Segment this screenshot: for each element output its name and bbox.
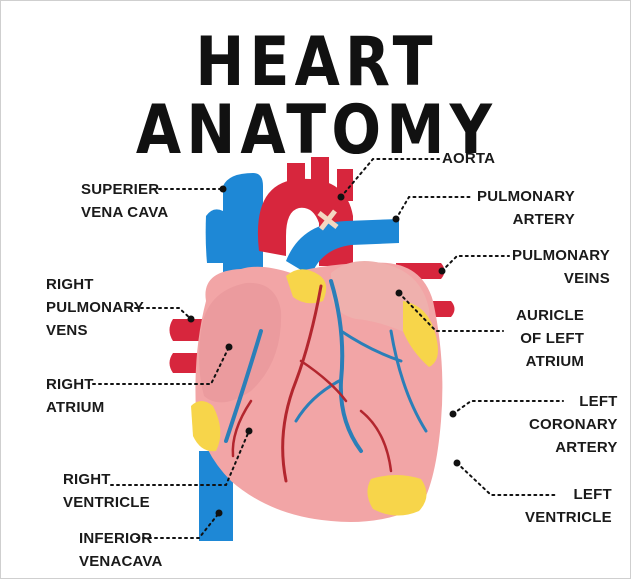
label-left-ventricle: LEFT VENTRICLE <box>525 483 612 529</box>
label-pulmonary-veins: PULMONARY VEINS <box>512 244 610 290</box>
leader-dot-right-atrium <box>226 344 233 351</box>
right-side-vein-stub <box>206 209 223 263</box>
leader-dot-auricle <box>396 290 403 297</box>
leader-dot-right-ventricle <box>246 428 253 435</box>
label-inferior-vena-cava: INFERIOR VENACAVA <box>79 527 163 573</box>
leader-dot-ivc <box>216 510 223 517</box>
label-auricle-left-atrium: AURICLE OF LEFT ATRIUM <box>516 304 584 373</box>
leader-dot-left-coronary <box>450 411 457 418</box>
label-right-ventricle: RIGHT VENTRICLE <box>63 468 150 514</box>
label-aorta: AORTA <box>442 147 495 170</box>
label-left-coronary-artery: LEFT CORONARY ARTERY <box>529 390 618 459</box>
leader-dot-right-pulmonary-veins <box>188 316 195 323</box>
aorta-branch-1 <box>287 163 305 196</box>
label-right-atrium: RIGHT ATRIUM <box>46 373 104 419</box>
aorta-branch-2 <box>311 157 329 193</box>
leader-dot-pulmonary-artery <box>393 216 400 223</box>
label-superior-vena-cava: SUPERIER VENA CAVA <box>81 178 168 224</box>
leader-aorta <box>341 159 439 197</box>
label-pulmonary-artery: PULMONARY ARTERY <box>477 185 575 231</box>
leader-dot-pulmonary-veins <box>439 268 446 275</box>
leader-dot-aorta <box>338 194 345 201</box>
leader-dot-svc <box>220 186 227 193</box>
leader-pulmonary-veins <box>442 256 509 271</box>
label-right-pulmonary-veins: RIGHT PULMONARY VENS <box>46 273 144 342</box>
fat-deposit-bottom <box>367 475 426 516</box>
leader-dot-left-ventricle <box>454 460 461 467</box>
leader-pulmonary-artery <box>396 197 473 219</box>
